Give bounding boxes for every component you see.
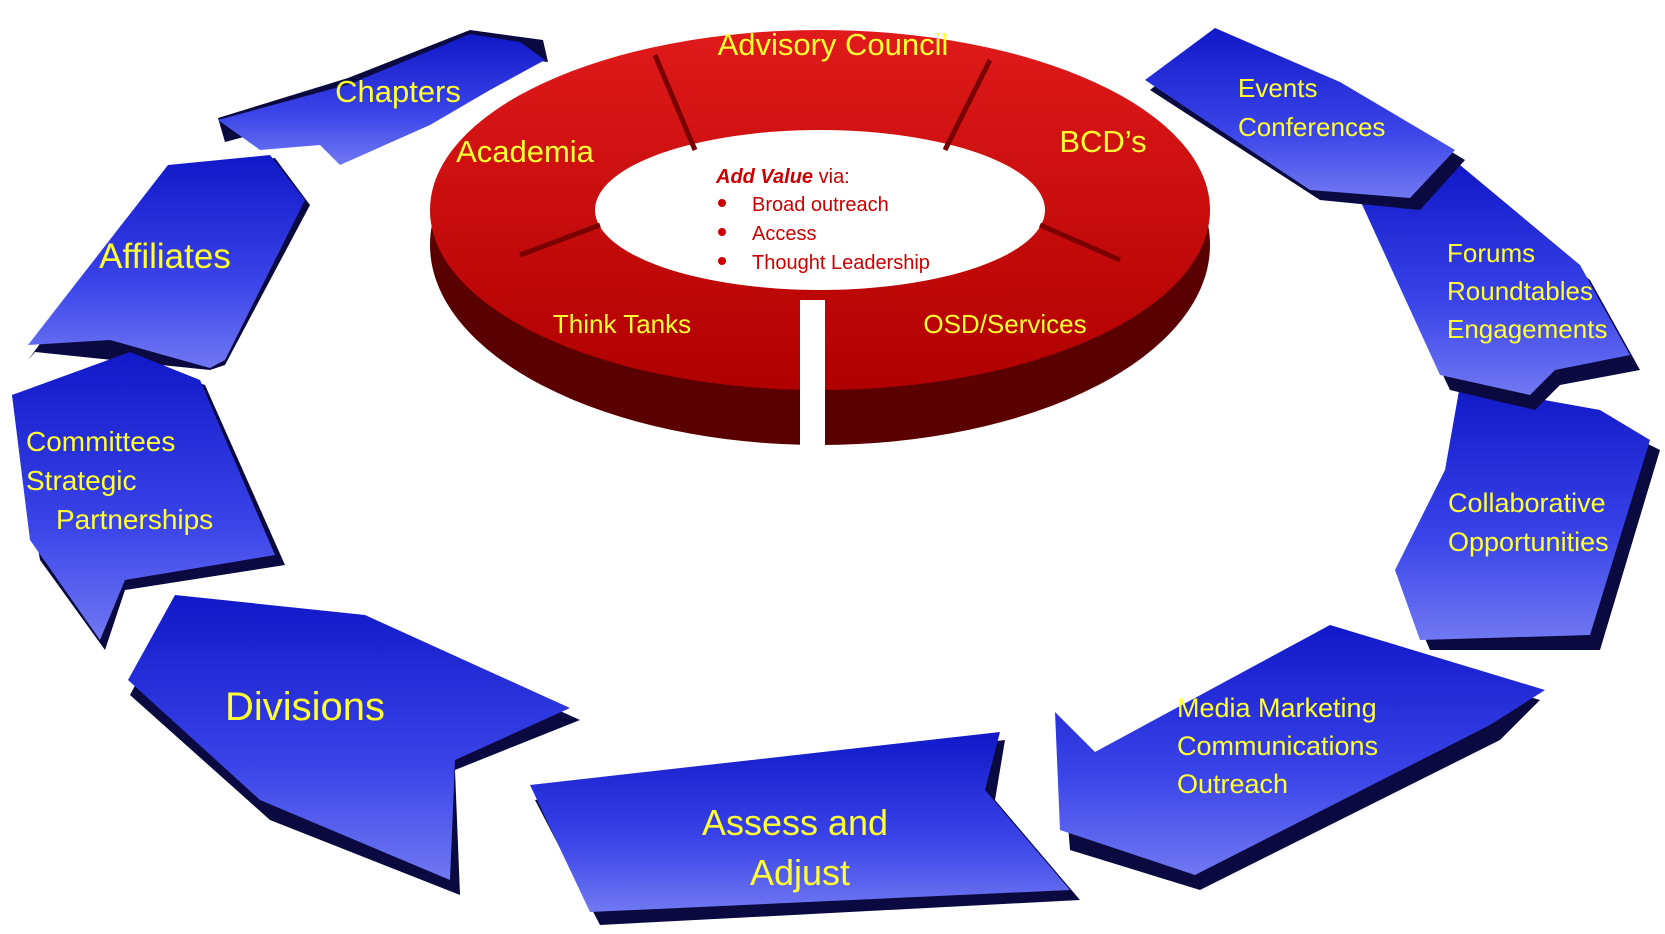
label-line: Adjust	[750, 852, 850, 893]
outer-label: Divisions	[225, 685, 385, 729]
label-line: Opportunities	[1448, 527, 1609, 557]
center-bullet: Thought Leadership	[752, 252, 930, 274]
center-bullet: Access	[752, 223, 816, 245]
outer-ring: Chapters Affiliates Committees Strategic…	[12, 28, 1660, 925]
segment-divisions: Divisions	[128, 595, 580, 895]
segment-media-marketing: Media Marketing Communications Outreach	[1055, 625, 1545, 890]
label-line: BCD’s	[1059, 124, 1146, 159]
inner-label: Academia	[456, 134, 595, 169]
label-line: Forums	[1447, 238, 1535, 268]
outer-label: Collaborative Opportunities	[1448, 488, 1613, 557]
inner-ring: Advisory Council BCD’s OSD/Services Thin…	[430, 27, 1210, 460]
label-line: Committees	[26, 426, 175, 457]
segment-chapters: Chapters	[218, 30, 548, 165]
inner-label: BCD’s	[1059, 124, 1146, 159]
label-line: Collaborative	[1448, 488, 1606, 518]
outer-label: Affiliates	[99, 237, 231, 276]
outer-label: Media Marketing Communications Outreach	[1177, 693, 1386, 799]
label-line: Strategic	[26, 465, 137, 496]
label-line: Assess and	[702, 802, 888, 843]
label-line: Communications	[1177, 731, 1378, 761]
bullet-dot	[718, 228, 726, 236]
segment-forums: Forums Roundtables Engagements	[1360, 165, 1640, 410]
label-line: Roundtables	[1447, 276, 1593, 306]
inner-label: Advisory Council	[718, 27, 949, 62]
center-heading-rest: via:	[813, 166, 850, 188]
bullet-dot	[718, 257, 726, 265]
inner-label: Think Tanks	[553, 309, 691, 339]
center-value-text: Add Value via: Broad outreach Access Tho…	[715, 166, 930, 274]
label-line: Outreach	[1177, 769, 1288, 799]
label-line: Events	[1238, 73, 1318, 103]
svg-text:Add Value via:: Add Value via:	[715, 166, 850, 188]
label-line: OSD/Services	[923, 309, 1086, 339]
segment-events: Events Conferences	[1145, 28, 1465, 210]
label-line: Divisions	[225, 685, 385, 729]
outer-label: Events Conferences	[1238, 73, 1385, 142]
segment-committees: Committees Strategic Partnerships	[12, 352, 285, 650]
center-heading-bold: Add Value	[715, 166, 813, 188]
outer-label: Assess and Adjust	[702, 802, 898, 893]
segment-affiliates: Affiliates	[28, 155, 310, 370]
label-line: Media Marketing	[1177, 693, 1377, 723]
label-line: Chapters	[335, 74, 461, 109]
label-line: Conferences	[1238, 112, 1385, 142]
segment-collaborative: Collaborative Opportunities	[1395, 385, 1660, 650]
label-line: Academia	[456, 134, 595, 169]
outer-label: Forums Roundtables Engagements	[1447, 238, 1607, 344]
label-line: Partnerships	[56, 504, 213, 535]
label-line: Engagements	[1447, 314, 1607, 344]
label-line: Think Tanks	[553, 309, 691, 339]
label-line: Affiliates	[99, 237, 231, 276]
segment-assess-adjust: Assess and Adjust	[530, 732, 1080, 925]
center-bullet: Broad outreach	[752, 194, 889, 216]
outer-label: Committees Strategic Partnerships	[26, 426, 213, 535]
outer-label: Chapters	[335, 74, 461, 109]
inner-label: OSD/Services	[923, 309, 1086, 339]
label-line: Advisory Council	[718, 27, 949, 62]
bullet-dot	[718, 199, 726, 207]
